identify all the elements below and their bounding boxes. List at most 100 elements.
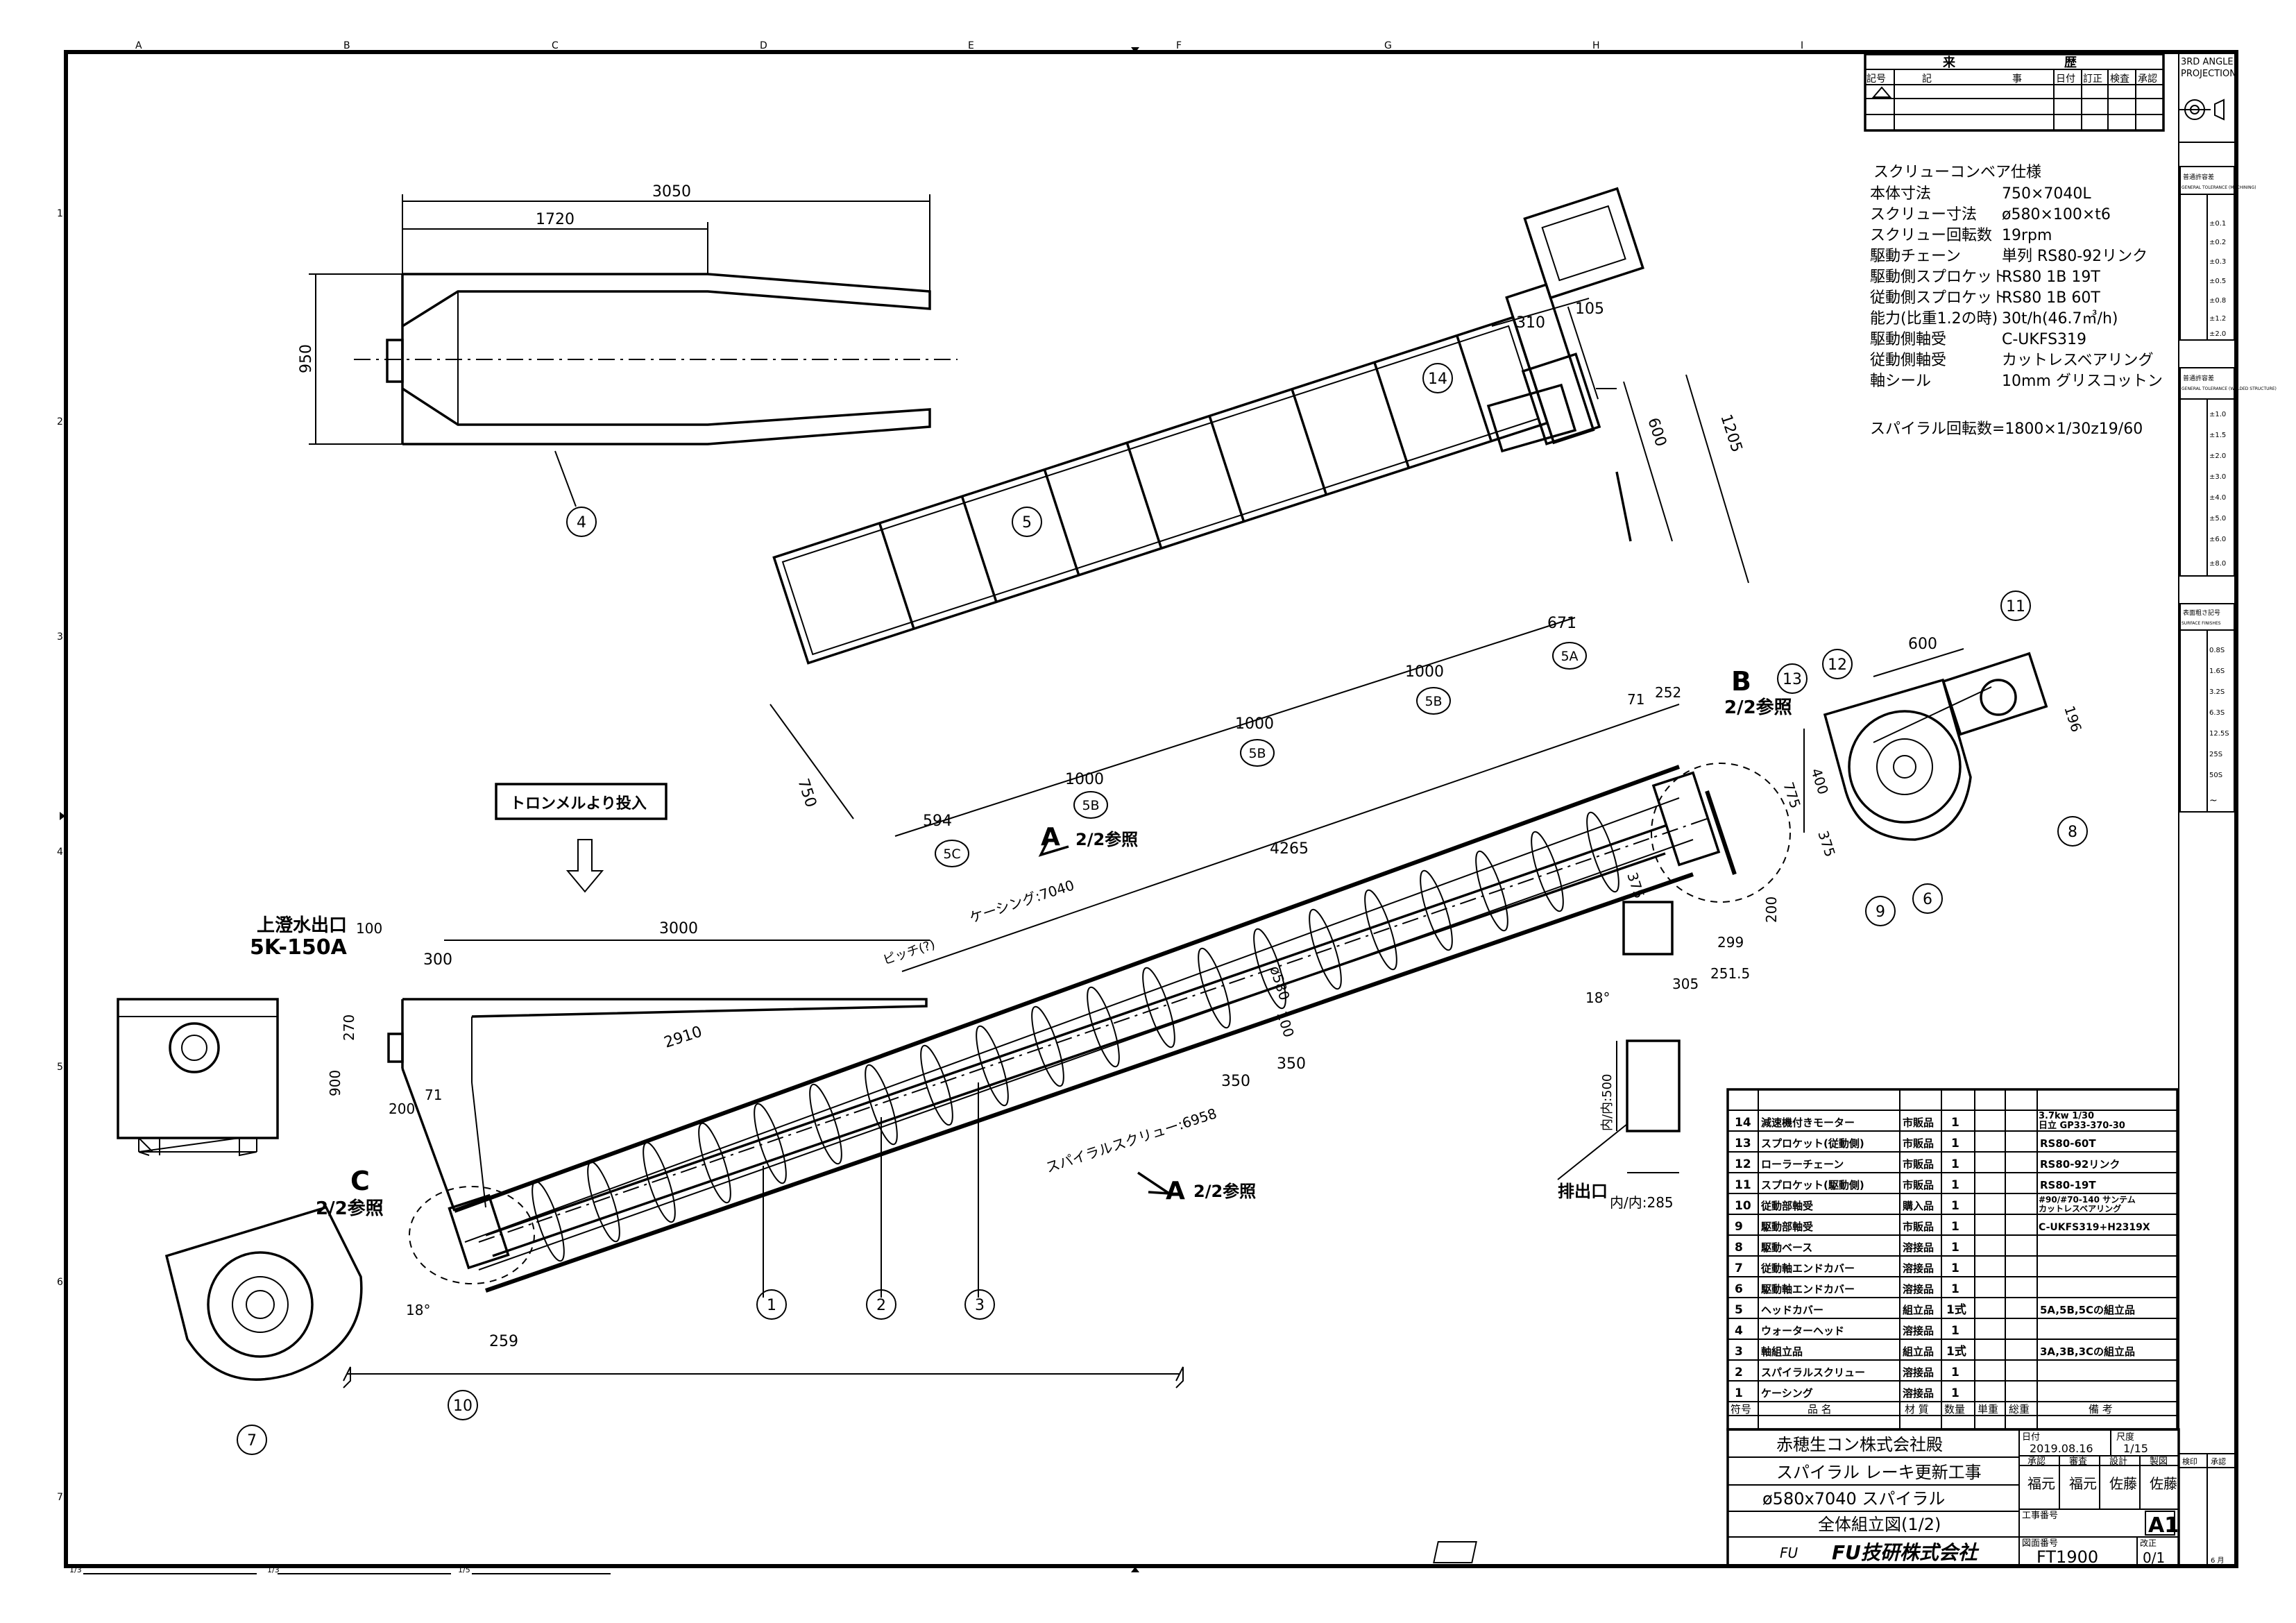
svg-text:ø580×100×t6: ø580×100×t6: [2002, 206, 2111, 223]
title-block: 赤穂生コン株式会社殿 スパイラル レーキ更新工事 ø580x7040 スパイラル…: [1433, 1428, 2180, 1567]
svg-text:FU技研株式会社: FU技研株式会社: [1832, 1541, 1980, 1564]
svg-text:組立品: 組立品: [1903, 1304, 1934, 1316]
svg-text:6.3S: 6.3S: [2209, 709, 2225, 717]
svg-text:購入品: 購入品: [1902, 1200, 1934, 1212]
svg-text:審査: 審査: [2069, 1456, 2087, 1467]
svg-text:内/内:500: 内/内:500: [1600, 1074, 1615, 1132]
svg-text:佐藤: 佐藤: [2109, 1475, 2137, 1492]
third-angle-projection-icon: [2179, 99, 2225, 121]
svg-text:18°: 18°: [1585, 989, 1610, 1006]
balloon-14: 14: [1428, 371, 1447, 388]
svg-text:±1.5: ±1.5: [2209, 432, 2226, 439]
balloon-5b-2: 5B: [1248, 746, 1266, 761]
svg-text:B: B: [343, 40, 350, 51]
svg-text:RS80-92リンク: RS80-92リンク: [2040, 1158, 2120, 1171]
svg-text:単列 RS80-92リンク: 単列 RS80-92リンク: [2002, 248, 2148, 265]
svg-text:±0.1: ±0.1: [2209, 220, 2226, 228]
side-footer: 検印 承認 6 月: [2178, 1453, 2237, 1567]
svg-text:製図: 製図: [2150, 1456, 2168, 1467]
svg-text:0/1: 0/1: [2143, 1549, 2165, 1566]
svg-text:259: 259: [489, 1333, 518, 1350]
svg-text:1: 1: [1735, 1386, 1743, 1400]
svg-text:設計: 設計: [2109, 1456, 2127, 1467]
svg-text:299: 299: [1717, 934, 1744, 951]
svg-text:I: I: [1801, 40, 1803, 51]
svg-text:溶接品: 溶接品: [1903, 1241, 1934, 1254]
svg-text:1205: 1205: [1717, 412, 1745, 454]
svg-text:D: D: [760, 40, 767, 51]
revision-table: 来 歴 記号 記 事 日付 訂正 検査 承認: [1864, 53, 2165, 132]
grid-letters: A B C D E F G H I: [135, 40, 1803, 51]
svg-text:C: C: [552, 40, 559, 51]
balloon-7: 7: [247, 1432, 257, 1450]
balloon-8: 8: [2068, 824, 2077, 841]
grid-numbers: 1 2 3 4 5 6 7: [57, 208, 63, 1503]
svg-text:2019.08.16: 2019.08.16: [2030, 1442, 2093, 1455]
drive-end-view: 600 196 400 775 375: [1780, 636, 2085, 859]
svg-text:5: 5: [1735, 1303, 1743, 1317]
svg-text:日立 GP33-370-30: 日立 GP33-370-30: [2039, 1120, 2125, 1131]
svg-text:符号: 符号: [1730, 1403, 1751, 1416]
projection-box: 3RD ANGLE PROJECTION: [2178, 51, 2237, 143]
svg-text:E: E: [968, 40, 974, 51]
svg-text:従動軸エンドカバー: 従動軸エンドカバー: [1760, 1262, 1855, 1275]
svg-text:8: 8: [1735, 1241, 1743, 1255]
svg-text:ケーシング: ケーシング: [1761, 1387, 1813, 1400]
scale-bars: 1/3 1/3 1/5: [69, 1565, 611, 1574]
svg-text:300: 300: [423, 951, 452, 969]
svg-text:2: 2: [57, 416, 63, 427]
tolerance-table-machining: 普通許容差 GENERAL TOLERANCE (MACHINING) ±0.1…: [2179, 166, 2256, 341]
svg-text:5K-150A: 5K-150A: [250, 935, 348, 960]
svg-text:71: 71: [425, 1087, 442, 1103]
svg-text:PROJECTION: PROJECTION: [2181, 69, 2236, 79]
svg-text:H: H: [1592, 40, 1600, 51]
svg-text:従動部軸受: 従動部軸受: [1760, 1200, 1813, 1212]
svg-text:1: 1: [1951, 1137, 1959, 1150]
tolerance-table-welded: 普通許容差 GENERAL TOLERANCE (WELDED STRUCTUR…: [2179, 367, 2277, 577]
svg-text:375: 375: [1814, 829, 1839, 859]
svg-text:承認: 承認: [2027, 1456, 2046, 1467]
svg-text:±0.5: ±0.5: [2209, 278, 2226, 285]
detail-c-circle: [409, 1186, 535, 1284]
svg-text:SURFACE FINISHES: SURFACE FINISHES: [2182, 621, 2221, 626]
svg-text:10: 10: [1735, 1199, 1751, 1213]
svg-text:750: 750: [794, 776, 819, 810]
svg-text:0.8S: 0.8S: [2209, 647, 2225, 654]
balloon-1: 1: [767, 1297, 776, 1314]
svg-text:C-UKFS319+H2319X: C-UKFS319+H2319X: [2039, 1222, 2150, 1233]
svg-text:3.7kw 1/30: 3.7kw 1/30: [2039, 1111, 2094, 1121]
svg-text:251.5: 251.5: [1710, 965, 1750, 982]
spiral-rpm-formula: スパイラル回転数=1800×1/30z19/60: [1870, 420, 2143, 438]
svg-text:6: 6: [1735, 1282, 1743, 1296]
svg-text:1/3: 1/3: [69, 1565, 82, 1574]
svg-text:2/2参照: 2/2参照: [1724, 697, 1792, 718]
svg-text:±1.0: ±1.0: [2209, 411, 2226, 418]
svg-text:表面粗さ記号: 表面粗さ記号: [2183, 609, 2220, 617]
svg-text:1式: 1式: [1946, 1302, 1966, 1317]
svg-text:1/5: 1/5: [458, 1565, 470, 1574]
svg-text:71: 71: [1627, 691, 1644, 708]
view-references: B 2/2参照 A 2/2参照 A 2/2参照 C 2/2参照 トロンメルより投…: [250, 666, 1792, 1219]
svg-text:1720: 1720: [536, 211, 575, 228]
svg-text:3A,3B,3Cの組立品: 3A,3B,3Cの組立品: [2040, 1345, 2135, 1358]
svg-text:1: 1: [1951, 1324, 1959, 1338]
svg-text:775: 775: [1780, 780, 1804, 810]
balloon-3: 3: [975, 1297, 985, 1314]
svg-text:5A,5B,5Cの組立品: 5A,5B,5Cの組立品: [2040, 1304, 2135, 1316]
balloon-11: 11: [2006, 598, 2025, 615]
svg-text:承認: 承認: [2138, 74, 2157, 85]
svg-text:200: 200: [1763, 897, 1780, 923]
svg-text:G: G: [1384, 40, 1392, 51]
svg-text:7: 7: [57, 1492, 63, 1503]
svg-text:スパイラルスクリュー: スパイラルスクリュー: [1761, 1366, 1865, 1379]
svg-text:305: 305: [1672, 976, 1699, 992]
svg-text:減速機付きモーター: 減速機付きモーター: [1761, 1116, 1855, 1129]
svg-text:日付: 日付: [2022, 1432, 2040, 1443]
svg-text:溶接品: 溶接品: [1903, 1283, 1934, 1295]
svg-text:270: 270: [341, 1014, 357, 1041]
svg-text:2: 2: [1735, 1366, 1743, 1379]
svg-text:±3.0: ±3.0: [2209, 473, 2226, 481]
svg-text:GENERAL TOLERANCE (MACHINING): GENERAL TOLERANCE (MACHINING): [2182, 185, 2256, 190]
svg-text:RS80 1B 60T: RS80 1B 60T: [2002, 289, 2100, 307]
svg-text:スパイラル レーキ更新工事: スパイラル レーキ更新工事: [1776, 1463, 1982, 1482]
